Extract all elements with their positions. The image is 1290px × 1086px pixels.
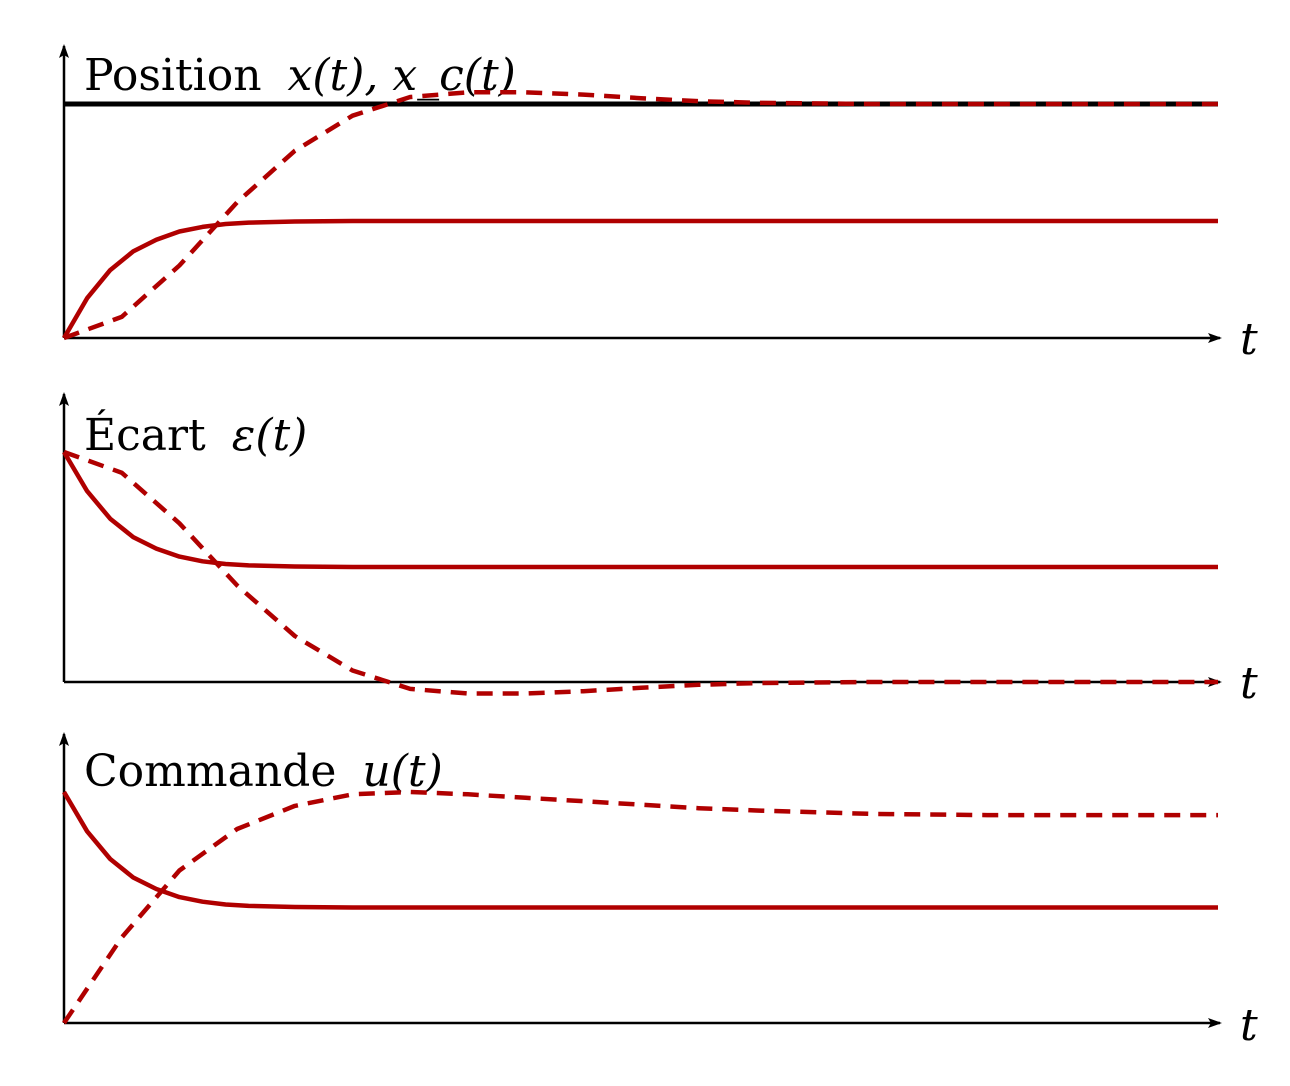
x-axis-label: t — [1240, 314, 1258, 365]
panel-title-text: Écart — [84, 408, 206, 461]
panel-title: Position x(t), x_c(t) — [84, 50, 516, 101]
series-layer — [62, 449, 1218, 696]
solid-series-line-1 — [62, 218, 1218, 340]
panel-commande: Commande u(t) t — [59, 732, 1258, 1051]
panel-title: Commande u(t) — [84, 746, 443, 797]
panel-ecart: Écart ε(t) t — [59, 392, 1258, 709]
panel-title-text: Commande — [84, 746, 336, 797]
x-axis-label: t — [1240, 1000, 1258, 1051]
panel-title-text: Position — [84, 50, 262, 101]
x-axis-label: t — [1240, 658, 1258, 709]
series-layer — [62, 90, 1218, 341]
panel-title-math: u(t) — [362, 746, 442, 797]
series-layer — [62, 789, 1218, 1025]
panel-title-math: ε(t) — [232, 410, 308, 461]
dashed-series-line-2 — [63, 90, 1218, 341]
solid-series-line-0 — [62, 450, 1218, 570]
dashed-series-line-1 — [63, 449, 1218, 696]
panel-title: Écart ε(t) — [84, 408, 307, 461]
panel-position: Position x(t), x_c(t) t — [59, 44, 1258, 365]
dashed-series-line-1 — [62, 789, 1218, 1025]
solid-series-line-0 — [62, 790, 1218, 910]
